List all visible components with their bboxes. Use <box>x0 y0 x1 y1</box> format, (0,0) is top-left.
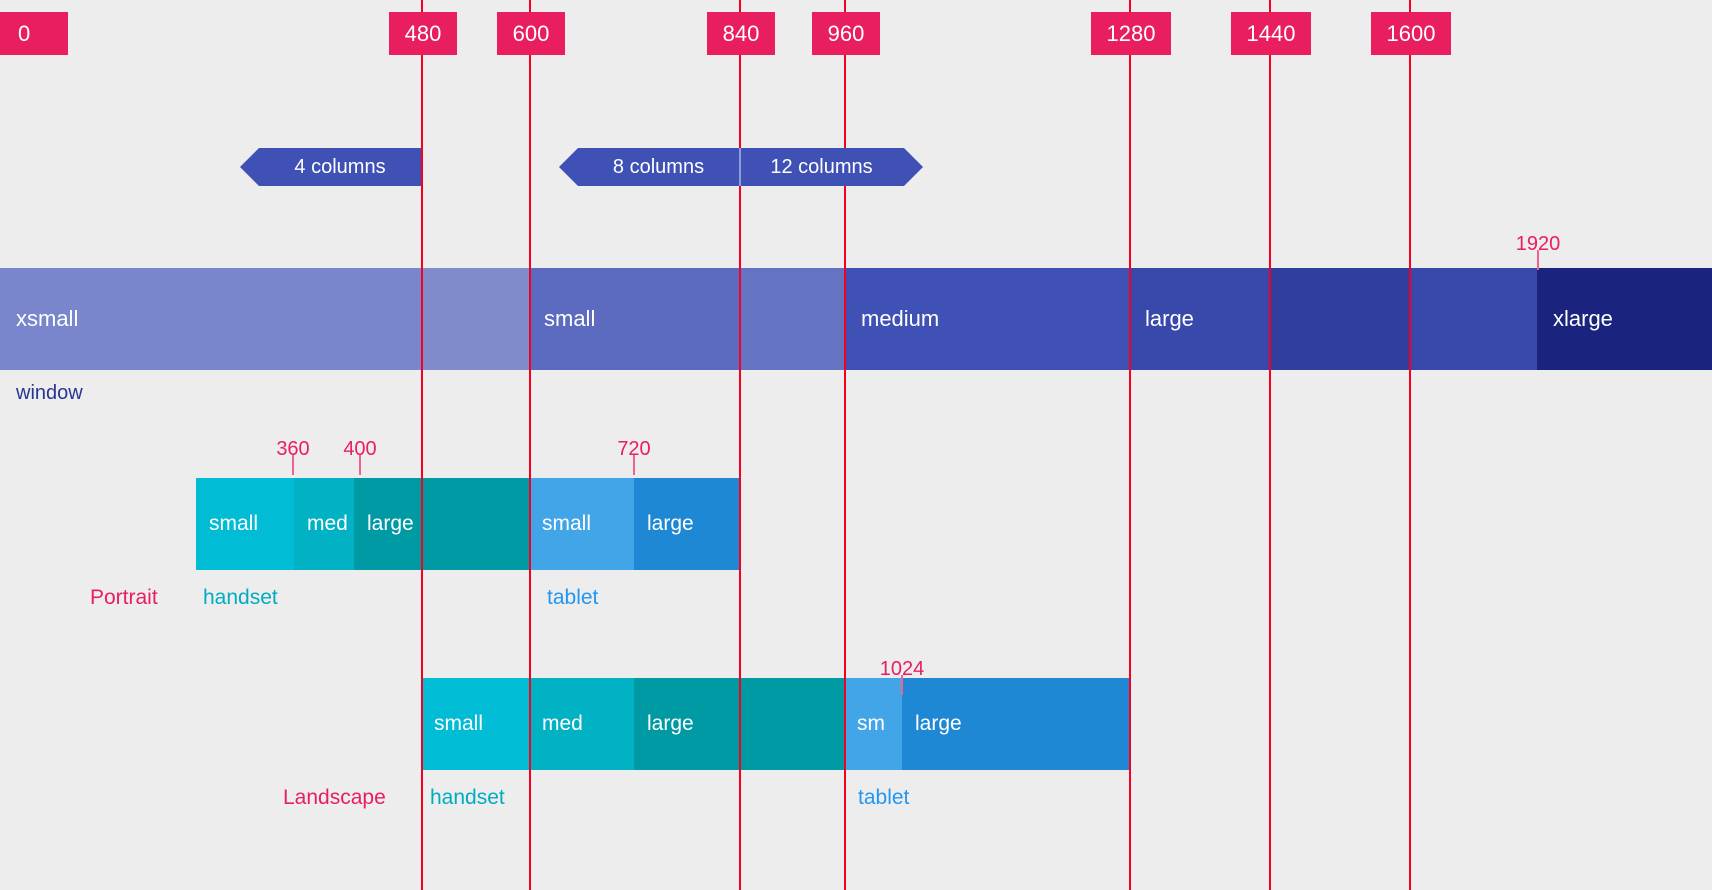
columns-segment-12: 12 columns <box>739 148 902 186</box>
annotation-400: 400 <box>330 410 390 475</box>
gridline-600 <box>529 0 531 890</box>
landscape-handset-large-cont <box>739 678 844 770</box>
tick-label-1600[interactable]: 1600 <box>1371 12 1451 55</box>
window-segment-large-c <box>1409 268 1537 370</box>
annotation-1024-tick <box>901 675 903 695</box>
gridline-1280 <box>1129 0 1131 890</box>
gridline-840 <box>739 0 741 890</box>
portrait-orientation-caption: Portrait <box>90 586 158 609</box>
tick-label-1280[interactable]: 1280 <box>1091 12 1171 55</box>
landscape-orientation-caption: Landscape <box>283 786 386 809</box>
landscape-handset-band: small med large sm large <box>0 678 1712 770</box>
annotation-360-label: 360 <box>276 438 310 460</box>
portrait-tablet-small: small <box>529 478 634 570</box>
tick-label-0[interactable]: 0 <box>0 12 68 55</box>
landscape-handset-large: large <box>634 678 739 770</box>
chevron-right-icon <box>904 148 923 186</box>
annotation-400-label: 400 <box>343 438 377 460</box>
portrait-handset-med: med <box>294 478 354 570</box>
gridline-1440 <box>1269 0 1271 890</box>
tick-label-480[interactable]: 480 <box>389 12 457 55</box>
annotation-400-tick <box>359 455 361 475</box>
annotation-720-label: 720 <box>617 438 651 460</box>
landscape-tablet-large: large <box>902 678 1129 770</box>
portrait-handset-caption: handset <box>203 586 278 609</box>
landscape-tablet-caption: tablet <box>858 786 910 809</box>
window-band-caption: window <box>16 382 83 404</box>
portrait-tablet-small-label: small <box>542 512 592 535</box>
portrait-tablet-large: large <box>634 478 739 570</box>
annotation-720-tick <box>633 455 635 475</box>
tick-label-960[interactable]: 960 <box>812 12 880 55</box>
window-size-band: xsmall small medium large xlarge <box>0 268 1712 370</box>
landscape-handset-small-label: small <box>434 712 484 735</box>
annotation-1024-label: 1024 <box>879 658 925 680</box>
portrait-handset-band: small med large small large <box>0 478 1712 570</box>
annotation-360-tick <box>292 455 294 475</box>
annotation-360: 360 <box>263 410 323 475</box>
window-segment-xsmall-a <box>0 268 421 370</box>
portrait-tablet-large-label: large <box>647 512 694 535</box>
portrait-handset-large-cont <box>421 478 529 570</box>
annotation-1024: 1024 <box>872 630 932 695</box>
landscape-handset-med-label: med <box>542 712 583 735</box>
annotation-1920-tick <box>1537 250 1539 270</box>
portrait-handset-large-label: large <box>367 512 414 535</box>
landscape-handset-med: med <box>529 678 634 770</box>
landscape-handset-caption: handset <box>430 786 505 809</box>
window-segment-xsmall-b <box>421 268 529 370</box>
tick-label-1440[interactable]: 1440 <box>1231 12 1311 55</box>
window-segment-xlarge <box>1537 268 1712 370</box>
portrait-tablet-caption: tablet <box>547 586 599 609</box>
columns-banner-8-12: 8 columns 12 columns <box>559 148 923 186</box>
portrait-handset-med-label: med <box>307 512 348 535</box>
columns-banner-4: 4 columns <box>240 148 421 186</box>
window-segment-small-a <box>529 268 739 370</box>
gridline-1600 <box>1409 0 1411 890</box>
chevron-left-icon <box>240 148 259 186</box>
annotation-720: 720 <box>604 410 664 475</box>
window-segment-medium <box>844 268 1129 370</box>
portrait-handset-large: large <box>354 478 421 570</box>
window-segment-large-b <box>1269 268 1409 370</box>
annotation-1920: 1920 <box>1508 225 1568 270</box>
columns-segment-8: 8 columns <box>612 155 705 178</box>
landscape-handset-small: small <box>421 678 529 770</box>
tick-label-600[interactable]: 600 <box>497 12 565 55</box>
portrait-handset-small: small <box>196 478 294 570</box>
landscape-handset-large-label: large <box>647 712 694 735</box>
chevron-left-icon <box>559 148 578 186</box>
annotation-1920-label: 1920 <box>1515 233 1561 255</box>
portrait-handset-small-label: small <box>209 512 259 535</box>
gridline-960 <box>844 0 846 890</box>
landscape-tablet-sm-label: sm <box>857 712 885 735</box>
landscape-tablet-sm: sm <box>844 678 902 770</box>
tick-label-840[interactable]: 840 <box>707 12 775 55</box>
landscape-tablet-large-label: large <box>915 712 962 735</box>
window-segment-small-b <box>739 268 844 370</box>
window-segment-large-a <box>1129 268 1269 370</box>
gridline-480 <box>421 0 423 890</box>
columns-segment-4: 4 columns <box>294 155 386 178</box>
